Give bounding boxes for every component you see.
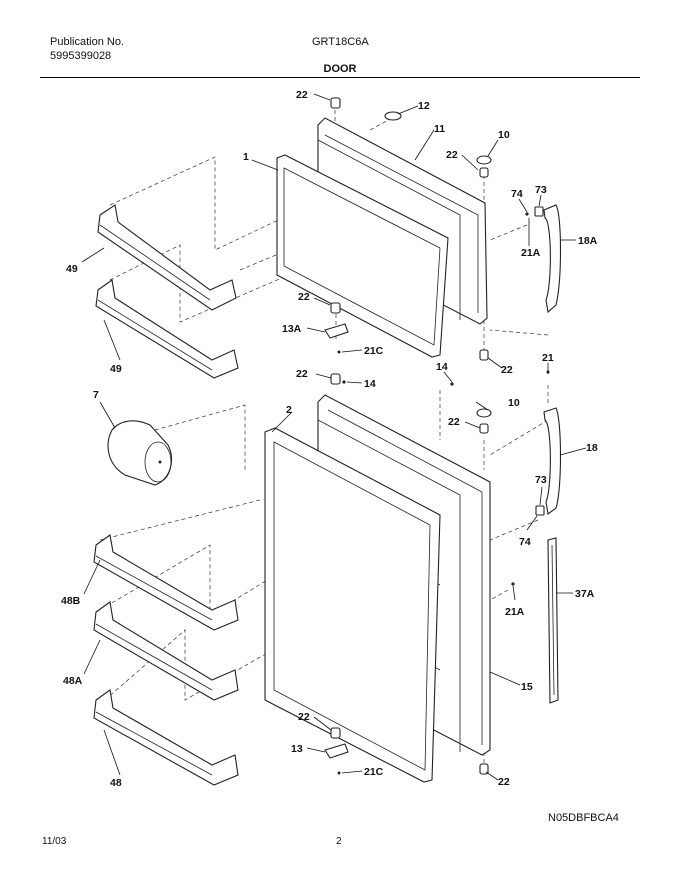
callout-73: 73: [535, 474, 547, 486]
callout-21C: 21C: [364, 345, 384, 357]
shelf-48A: [93, 601, 239, 701]
callout-18: 18: [586, 442, 598, 454]
callout-2: 2: [286, 404, 292, 416]
callout-10: 10: [498, 129, 510, 141]
callout-1: 1: [243, 151, 249, 163]
shelf-49-upper: [97, 204, 237, 311]
callout-10: 10: [508, 397, 520, 409]
callout-14: 14: [436, 361, 448, 373]
callout-21A: 21A: [505, 606, 525, 618]
shelf-48: [93, 689, 239, 786]
header-rule: [40, 77, 640, 78]
page-number: 2: [336, 836, 342, 847]
callout-22: 22: [296, 368, 308, 380]
callout-22: 22: [448, 416, 460, 428]
callout-13A: 13A: [282, 323, 302, 335]
small-hardware: [324, 97, 550, 775]
section-title: DOOR: [323, 63, 357, 75]
handle-18: [543, 407, 562, 515]
callout-74: 74: [511, 188, 523, 200]
callout-11: 11: [434, 123, 445, 135]
model-number: GRT18C6A: [312, 36, 369, 48]
callout-48: 48: [110, 777, 122, 789]
shelf-48B: [93, 534, 239, 631]
callout-21: 21: [542, 352, 554, 364]
callout-22: 22: [298, 711, 310, 723]
callout-labels: 22 12 11 10 22 1 74 73 21A 18A 49 22 13A…: [61, 89, 598, 789]
callout-7: 7: [93, 389, 99, 401]
callout-22: 22: [501, 364, 513, 376]
callout-12: 12: [418, 100, 430, 112]
handle-trim-37A: [547, 537, 559, 704]
leader-lines: [81, 93, 587, 781]
callout-13: 13: [291, 743, 303, 755]
callout-22: 22: [446, 149, 458, 161]
callout-21C: 21C: [364, 766, 384, 778]
callout-49: 49: [110, 363, 122, 375]
handle-18A: [543, 204, 562, 314]
shelf-49-lower: [95, 279, 239, 379]
callout-49: 49: [66, 263, 78, 275]
publication-number: 5995399028: [50, 50, 112, 62]
callout-74: 74: [519, 536, 531, 548]
callout-48B: 48B: [61, 595, 81, 607]
footer-date: 11/03: [42, 836, 67, 847]
fresh-food-gasket-2: [264, 427, 441, 783]
figure-code: N05DBFBCA4: [548, 812, 619, 824]
publication-label: Publication No.: [50, 36, 124, 48]
dairy-cover-7: [107, 420, 173, 486]
callout-73: 73: [535, 184, 547, 196]
callout-14: 14: [364, 378, 376, 390]
freezer-gasket-1: [276, 154, 449, 358]
callout-48A: 48A: [63, 675, 83, 687]
callout-22: 22: [296, 89, 308, 101]
callout-21A: 21A: [521, 247, 541, 259]
callout-18A: 18A: [578, 235, 598, 247]
callout-37A: 37A: [575, 588, 595, 600]
callout-15: 15: [521, 681, 533, 693]
callout-22: 22: [298, 291, 310, 303]
callout-22: 22: [498, 776, 510, 788]
